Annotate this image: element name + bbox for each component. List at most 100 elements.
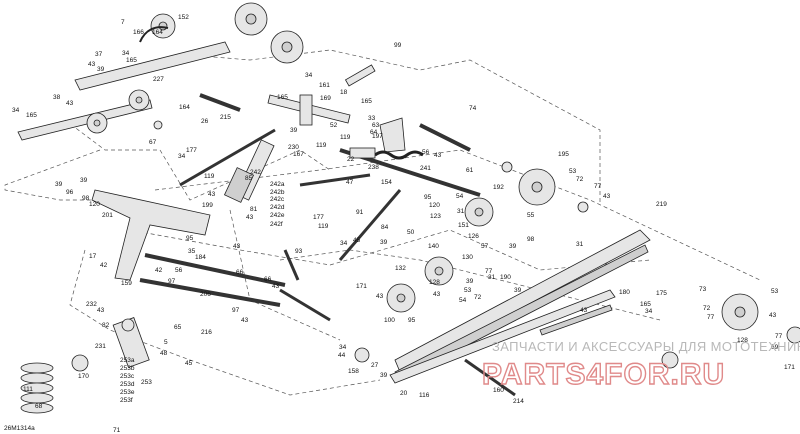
callout-242f: 242f: [270, 221, 283, 228]
callout-48: 48: [160, 350, 168, 357]
callout-206: 206: [200, 291, 211, 298]
callout-42: 42: [100, 262, 108, 269]
callout-197: 197: [372, 133, 383, 140]
callout-43: 43: [376, 293, 384, 300]
callout-52: 52: [330, 122, 338, 129]
callout-43: 43: [603, 193, 611, 200]
callout-85: 85: [245, 175, 253, 182]
callout-77: 77: [485, 268, 493, 275]
callout-43: 43: [246, 214, 254, 221]
callout-39: 39: [509, 243, 517, 250]
rod-214: [354, 326, 800, 397]
callout-253: 253: [141, 379, 152, 386]
callout-43: 43: [272, 283, 280, 290]
callout-96: 96: [66, 189, 74, 196]
callout-39: 39: [80, 177, 88, 184]
callout-39: 39: [514, 287, 522, 294]
front-arm-201: [91, 189, 211, 281]
callout-165: 165: [26, 112, 37, 119]
callout-120: 120: [429, 202, 440, 209]
callout-56: 56: [175, 267, 183, 274]
callout-43: 43: [769, 312, 777, 319]
callout-98: 98: [82, 195, 90, 202]
callout-119: 119: [316, 142, 327, 149]
callout-35: 35: [188, 248, 196, 255]
callout-232: 232: [86, 301, 97, 308]
callout-97: 97: [232, 307, 240, 314]
callout-45: 45: [185, 360, 193, 367]
callout-65: 65: [174, 324, 182, 331]
callout-38: 38: [53, 94, 61, 101]
callout-154: 154: [381, 179, 392, 186]
callout-39: 39: [290, 127, 298, 134]
watermark-logo: PARTS4FOR.RU: [482, 358, 725, 391]
callout-164: 164: [179, 104, 190, 111]
callout-47: 47: [346, 179, 354, 186]
callout-120: 120: [89, 201, 100, 208]
callout-199: 199: [202, 202, 213, 209]
callout-45: 45: [353, 237, 361, 244]
callout-67: 67: [149, 139, 157, 146]
center-spring-238: [349, 147, 424, 160]
callout-20: 20: [400, 390, 408, 397]
callout-242a: 242a: [270, 181, 285, 188]
callout-53: 53: [569, 168, 577, 175]
callout-63: 63: [372, 122, 380, 129]
callout-123: 123: [430, 213, 441, 220]
callout-99: 99: [394, 42, 402, 49]
callout-27: 27: [371, 362, 379, 369]
callout-64: 64: [370, 129, 378, 136]
callout-230: 230: [288, 144, 299, 151]
callout-56: 56: [422, 149, 430, 156]
idler-wheels: [386, 161, 759, 331]
callout-242b: 242b: [270, 189, 285, 196]
callout-95: 95: [408, 317, 416, 324]
callout-26: 26: [201, 118, 209, 125]
right-slide-rail-219: [394, 229, 651, 381]
callout-34: 34: [305, 72, 313, 79]
callout-231: 231: [95, 343, 106, 350]
callout-66: 66: [264, 276, 272, 283]
callout-253e: 253e: [120, 389, 135, 396]
callout-95: 95: [186, 235, 194, 242]
callout-55: 55: [527, 212, 535, 219]
rear-spring-111: [20, 354, 89, 414]
callout-81: 81: [250, 206, 258, 213]
callout-43: 43: [434, 152, 442, 159]
callout-82: 82: [102, 322, 110, 329]
callout-57: 57: [481, 243, 489, 250]
callout-43: 43: [233, 243, 241, 250]
callout-171: 171: [356, 283, 367, 290]
callout-61: 61: [466, 167, 474, 174]
callout-180: 180: [619, 289, 630, 296]
front-arm-assembly: [74, 2, 268, 91]
rear-shock-253: [112, 317, 150, 368]
callout-34: 34: [340, 240, 348, 247]
callout-253c: 253c: [120, 373, 135, 380]
callout-242: 242: [250, 169, 261, 176]
callout-177: 177: [186, 147, 197, 154]
callout-128: 128: [429, 279, 440, 286]
callout-158: 158: [348, 368, 359, 375]
callout-164: 164: [152, 29, 163, 36]
callout-253d: 253d: [120, 381, 135, 388]
callout-39: 39: [97, 66, 105, 73]
callout-34: 34: [122, 50, 130, 57]
callout-53: 53: [464, 287, 472, 294]
callout-95: 95: [424, 194, 432, 201]
callout-253a: 253a: [120, 357, 135, 364]
callout-195: 195: [558, 151, 569, 158]
callout-43: 43: [580, 307, 588, 314]
watermark-text: ЗАПЧАСТИ И АКСЕССУАРЫ ДЛЯ МОТОТЕХНИКИ: [492, 339, 800, 354]
callout-184: 184: [195, 254, 206, 261]
left-slide-rail-upper: [17, 89, 163, 141]
callout-126: 126: [468, 233, 479, 240]
callout-7: 7: [121, 19, 125, 26]
callout-34: 34: [178, 153, 186, 160]
callout-192: 192: [493, 184, 504, 191]
callout-43: 43: [433, 291, 441, 298]
callout-238: 238: [368, 164, 379, 171]
callout-84: 84: [381, 224, 389, 231]
rear-arm-161: [267, 94, 406, 153]
